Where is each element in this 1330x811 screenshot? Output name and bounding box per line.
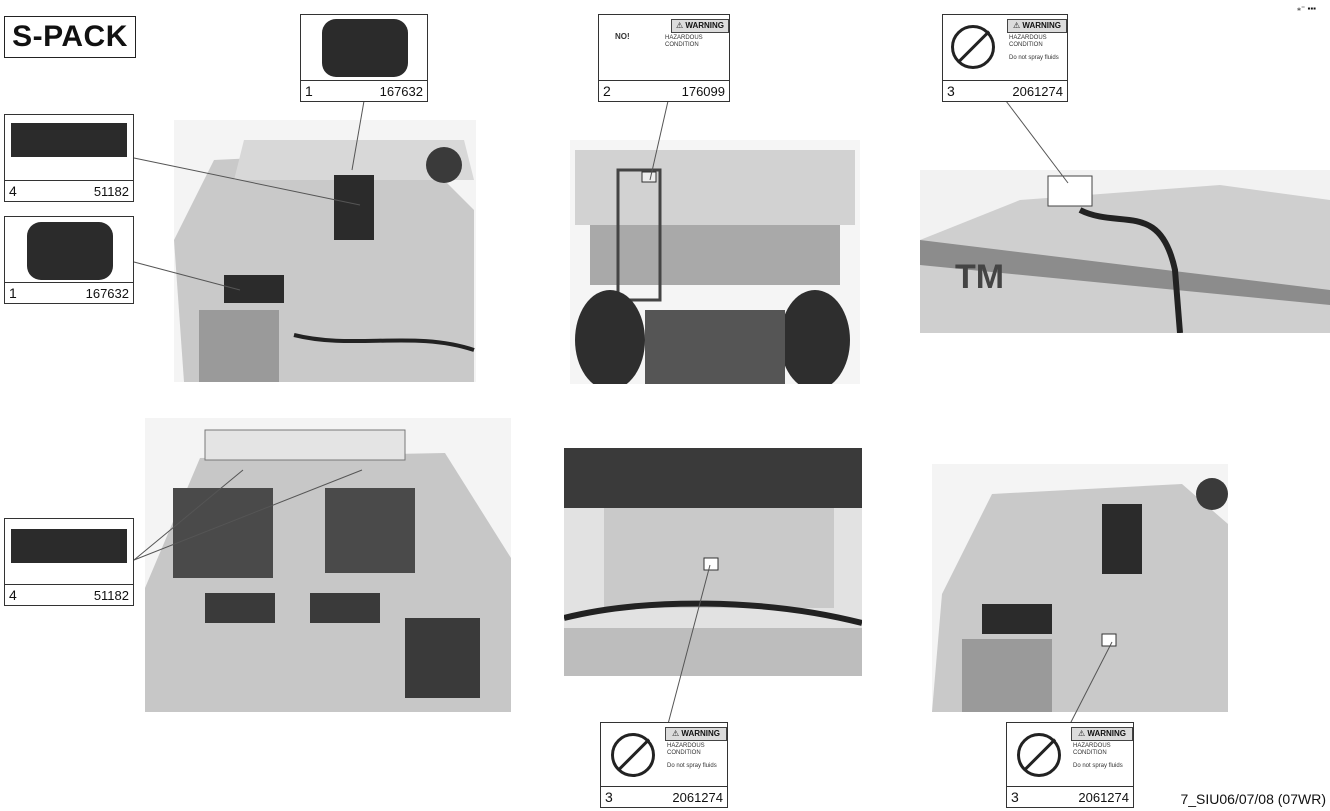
- machine-drawing-top-center: [570, 140, 860, 384]
- decal-number: 1: [9, 285, 17, 301]
- no-text: NO!: [615, 32, 630, 41]
- decal-label-3-top: ⚠ WARNING HAZARDOUS CONDITION Do not spr…: [942, 14, 1068, 102]
- photo-bottom-left: [145, 418, 511, 712]
- decal-label-1-top: 1 167632: [300, 14, 428, 102]
- no-spray-icon: [951, 25, 995, 69]
- decal-part-number: 51182: [93, 184, 129, 199]
- photo-top-right: TM: [920, 170, 1330, 333]
- decal-part-number: 51182: [93, 588, 129, 603]
- page-title: S-PACK: [4, 16, 136, 58]
- machine-drawing-bottom-right: [932, 464, 1228, 712]
- warning-header: ⚠ WARNING: [671, 19, 729, 33]
- leader-line: [1069, 641, 1113, 725]
- warning-condition-text: HAZARDOUS CONDITION: [665, 35, 703, 48]
- decal-label-4-upper: 4 51182: [4, 114, 134, 202]
- warning-condition-text: HAZARDOUS CONDITION: [1073, 743, 1111, 756]
- warning-header: ⚠ WARNING: [1071, 727, 1133, 741]
- decal-black-rounded: [322, 19, 408, 77]
- decal-black-rect: [11, 529, 127, 563]
- leader-line: [133, 469, 244, 561]
- decal-part-number: 2061274: [672, 790, 723, 805]
- warning-header: ⚠ WARNING: [665, 727, 727, 741]
- decal-black-rounded: [27, 222, 113, 280]
- leader-line: [351, 100, 365, 171]
- warning-spray-text: Do not spray fluids: [1073, 763, 1123, 769]
- corner-mark: ⁎⁼ ▪▪▪: [1297, 4, 1316, 13]
- photo-bottom-center: [564, 448, 862, 676]
- leader-line: [649, 100, 669, 181]
- decal-number: 4: [9, 183, 17, 199]
- machine-drawing-top-right: TM: [920, 170, 1330, 333]
- decal-part-number: 167632: [85, 286, 129, 301]
- drawing-code: 7_SIU06/07/08 (07WR): [1180, 791, 1326, 807]
- decal-part-number: 176099: [681, 84, 725, 99]
- decal-number: 3: [1011, 789, 1019, 805]
- warning-spray-text: Do not spray fluids: [1009, 55, 1059, 61]
- no-spray-icon: [1017, 733, 1061, 777]
- decal-label-4-lower: 4 51182: [4, 518, 134, 606]
- decal-number: 2: [603, 83, 611, 99]
- decal-number: 1: [305, 83, 313, 99]
- machine-drawing-bottom-center: [564, 448, 862, 676]
- warning-header: ⚠ WARNING: [1007, 19, 1067, 33]
- machine-drawing-top-left: [174, 120, 476, 382]
- warning-spray-text: Do not spray fluids: [667, 763, 717, 769]
- decal-label-1-left: 1 167632: [4, 216, 134, 304]
- warning-condition-text: HAZARDOUS CONDITION: [667, 743, 705, 756]
- leader-line: [133, 469, 363, 561]
- photo-bottom-right: [932, 464, 1228, 712]
- decal-number: 3: [605, 789, 613, 805]
- leader-line: [667, 564, 711, 725]
- decal-part-number: 167632: [379, 84, 423, 99]
- photo-top-center: [570, 140, 860, 384]
- photo-top-left: [174, 120, 476, 382]
- decal-label-3-bottom-right: ⚠ WARNING HAZARDOUS CONDITION Do not spr…: [1006, 722, 1134, 808]
- decal-part-number: 2061274: [1078, 790, 1129, 805]
- leader-line: [1005, 100, 1069, 184]
- tm-mark: TM: [955, 258, 1004, 296]
- machine-drawing-bottom-left: [145, 418, 511, 712]
- no-spray-icon: [611, 733, 655, 777]
- decal-part-number: 2061274: [1012, 84, 1063, 99]
- decal-number: 4: [9, 587, 17, 603]
- decal-label-3-bottom-center: ⚠ WARNING HAZARDOUS CONDITION Do not spr…: [600, 722, 728, 808]
- decal-label-2-top: ⚠ WARNING NO! HAZARDOUS CONDITION 2 1760…: [598, 14, 730, 102]
- warning-condition-text: HAZARDOUS CONDITION: [1009, 35, 1047, 48]
- decal-black-rect: [11, 123, 127, 157]
- decal-number: 3: [947, 83, 955, 99]
- leader-line: [133, 157, 361, 206]
- leader-line: [133, 261, 241, 291]
